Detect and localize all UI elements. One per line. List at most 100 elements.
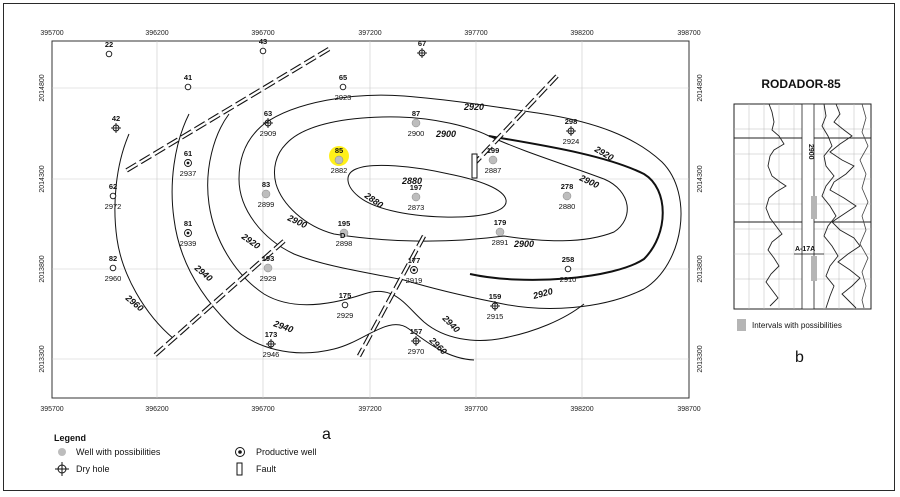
y-tick-right-2: 2014300 (697, 165, 704, 192)
well-159-symbol (490, 301, 500, 311)
well-159-elevation: 2915 (487, 312, 504, 321)
well-278-label: 278 (561, 182, 574, 191)
well-159: 159 2915 (487, 292, 504, 321)
well-258-symbol (564, 265, 572, 273)
well-173-label: 173 (265, 330, 278, 339)
legend-title: Legend (54, 433, 86, 443)
well-65-symbol (339, 83, 347, 91)
contour-2900-bold (469, 135, 664, 281)
well-22-label: 22 (105, 40, 113, 49)
contour-label-2: 2900 (435, 129, 456, 139)
well-298-label: 298 (565, 117, 578, 126)
well-83-elevation: 2899 (258, 200, 275, 209)
well-157: 157 2970 (408, 327, 425, 356)
well-298-symbol (566, 126, 576, 136)
x-tick-bottom-6: 398200 (570, 406, 593, 413)
well-278: 278 2880 (559, 182, 576, 211)
legend-possibility-icon (58, 448, 66, 456)
x-tick-top-1: 395700 (40, 30, 63, 37)
well-42: 42 (111, 114, 121, 133)
well-87-symbol (411, 118, 421, 128)
well-159-label: 159 (489, 292, 502, 301)
well-62: 62 2972 (105, 182, 122, 211)
well-62-symbol (109, 192, 117, 200)
log-curve-right-2 (821, 103, 839, 309)
contour-2960-west (114, 133, 175, 340)
well-258-label: 258 (562, 255, 575, 264)
well-63-label: 63 (264, 109, 272, 118)
well-85-elevation: 2882 (331, 166, 348, 175)
panel-label-a: a (322, 426, 331, 443)
y-tick-left-4: 2013300 (39, 345, 46, 372)
x-tick-top-7: 398700 (677, 30, 700, 37)
well-179-symbol (495, 227, 505, 237)
well-193: 193 2929 (260, 254, 277, 283)
well-298-elevation: 2924 (563, 137, 580, 146)
x-tick-top-4: 397200 (358, 30, 381, 37)
log-legend-swatch (737, 319, 746, 331)
x-tick-top-6: 398200 (570, 30, 593, 37)
well-62-elevation: 2972 (105, 202, 122, 211)
well-63-elevation: 2909 (260, 129, 277, 138)
well-83-symbol (261, 189, 271, 199)
well-41: 41 (184, 73, 192, 91)
well-278-elevation: 2880 (559, 202, 576, 211)
well-157-elevation: 2970 (408, 347, 425, 356)
contour-label-11: 2900 (513, 239, 534, 249)
well-199-label: 199 (487, 146, 500, 155)
y-tick-right-1: 2014800 (697, 74, 704, 101)
x-tick-bottom-4: 397200 (358, 406, 381, 413)
legend: Legend Well with possibilities Dry hole … (54, 433, 317, 476)
legend-dry-hole-icon (55, 462, 69, 476)
well-193-label: 193 (262, 254, 275, 263)
well-193-elevation: 2929 (260, 274, 277, 283)
map-frame (51, 40, 690, 399)
well-41-label: 41 (184, 73, 192, 82)
legend-productive-label: Productive well (256, 447, 317, 457)
possibility-interval-2 (811, 256, 817, 281)
well-82-label: 82 (109, 254, 117, 263)
legend-dry-hole-label: Dry hole (76, 464, 110, 474)
well-177-label: 177 (408, 256, 421, 265)
well-197-elevation: 2873 (408, 203, 425, 212)
well-62-label: 62 (109, 182, 117, 191)
well-195-elevation: 2898 (336, 239, 353, 248)
well-157-label: 157 (410, 327, 423, 336)
figure-frame: 395700 396200 396700 397200 397700 39820… (3, 3, 895, 491)
contour-label-1: 2920 (463, 102, 484, 112)
well-63: 63 2909 (260, 109, 277, 138)
y-tick-left-3: 2013800 (39, 255, 46, 282)
well-22: 22 (105, 40, 113, 58)
well-177-symbol (410, 266, 418, 274)
well-193-symbol (263, 263, 273, 273)
x-tick-bottom-7: 398700 (677, 406, 700, 413)
well-43-label: 43 (259, 37, 267, 46)
x-tick-top-3: 396700 (251, 30, 274, 37)
log-curve-right-1 (829, 103, 861, 309)
x-tick-top-2: 396200 (145, 30, 168, 37)
fault-segment (471, 153, 478, 179)
well-65-elevation: 2923 (335, 93, 352, 102)
well-61-label: 61 (184, 149, 192, 158)
well-67-label: 67 (418, 39, 426, 48)
log-title: RODADOR-85 (761, 77, 841, 91)
y-tick-left-2: 2014300 (39, 165, 46, 192)
well-179-elevation: 2891 (492, 238, 509, 247)
well-278-symbol (562, 191, 572, 201)
x-tick-top-5: 397700 (464, 30, 487, 37)
legend-productive-icon (235, 447, 245, 457)
well-173-symbol (266, 339, 276, 349)
well-67-symbol (417, 48, 427, 58)
well-42-label: 42 (112, 114, 120, 123)
contour-2880 (347, 164, 507, 218)
d-label: D (340, 231, 346, 240)
well-43: 43 (259, 37, 267, 55)
